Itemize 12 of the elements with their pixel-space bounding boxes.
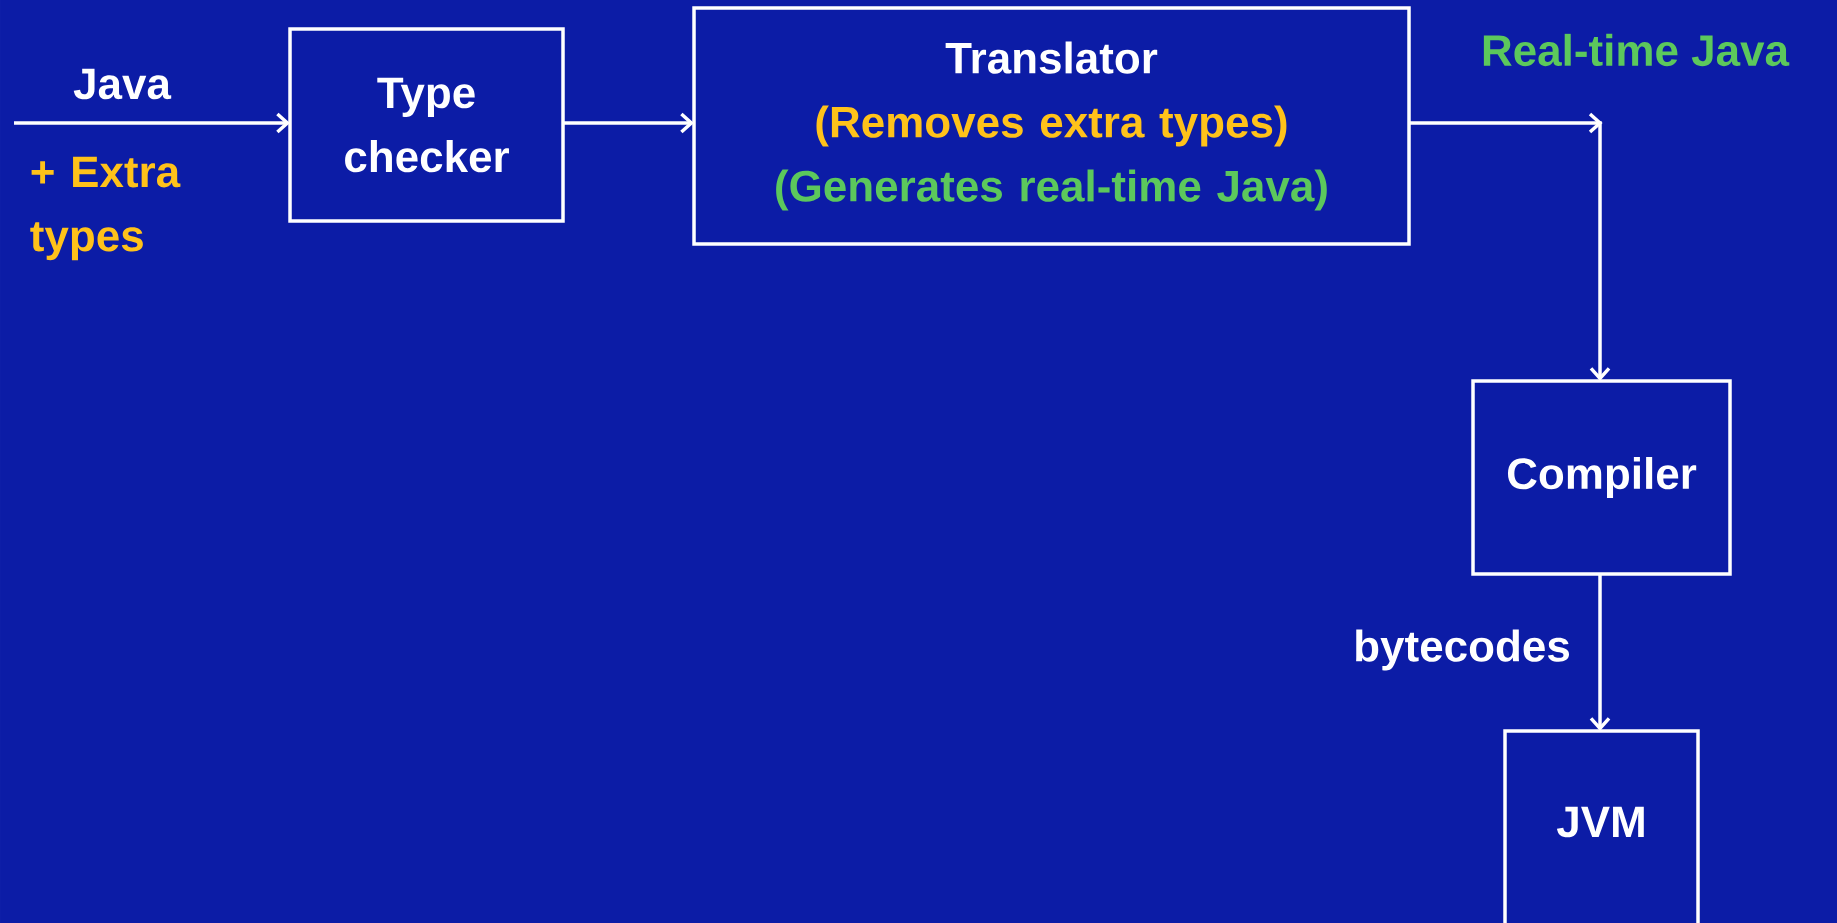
arrow xyxy=(1589,574,1611,731)
edge-label: Java xyxy=(73,68,172,100)
edge-label: bytecodes xyxy=(1356,629,1569,671)
process-box: JVM xyxy=(1503,729,1700,923)
edge-label: Real-time Java xyxy=(1483,33,1790,67)
process-box: Type checker xyxy=(288,27,565,223)
process-box: Translator (Removes extra types) (Generates real-time Java) xyxy=(692,6,1411,246)
process-box: Compiler xyxy=(1471,379,1732,576)
arrow xyxy=(14,112,290,134)
arrow xyxy=(1409,112,1611,381)
input-note: + Extra types xyxy=(30,156,181,261)
arrow xyxy=(563,112,694,134)
